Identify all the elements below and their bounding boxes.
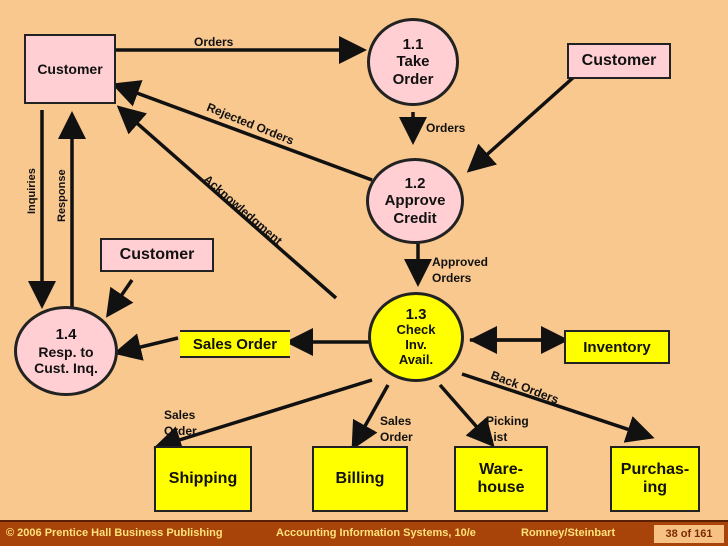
process-number: 1.4 — [55, 326, 77, 344]
arrow-customer-to-resp — [106, 279, 134, 318]
flow-label-orders-down: Orders — [426, 121, 466, 135]
process-name: Approve Credit — [384, 192, 446, 227]
arrow-sales-order-to-resp — [113, 333, 179, 361]
flow-label-orders-top: Orders — [194, 35, 234, 49]
flow-arrows — [28, 36, 655, 454]
flow-label-approved-orders: Approved Orders — [432, 255, 489, 285]
inventory-entity: Inventory — [564, 330, 670, 364]
footer-book-title: Accounting Information Systems, 10/e — [276, 527, 476, 539]
process-1-2-approve-credit: 1.2 Approve Credit — [366, 158, 464, 244]
slide-number: 38 of 161 — [654, 525, 724, 543]
sales-order-store: Sales Order — [180, 330, 290, 358]
footer-bar: © 2006 Prentice Hall Business Publishing… — [0, 520, 728, 546]
process-number: 1.1 — [402, 36, 424, 54]
arrow-customer-to-approve — [466, 74, 577, 173]
process-name: Take Order — [392, 53, 434, 88]
purchasing-entity: Purchas- ing — [610, 446, 700, 512]
arrow-to-shipping — [153, 378, 373, 454]
flow-label-sales-order-mid: Sales Order — [380, 414, 413, 444]
billing-entity: Billing — [312, 446, 408, 512]
process-name: Resp. to Cust. Inq. — [34, 343, 98, 376]
customer-entity-middle: Customer — [100, 238, 214, 272]
flow-label-picking-list: Picking List — [486, 414, 529, 444]
flow-label-response: Response — [56, 169, 68, 222]
arrow-to-billing — [351, 384, 390, 451]
process-1-4-resp-to-cust-inq: 1.4 Resp. to Cust. Inq. — [14, 306, 118, 396]
arrow-to-purchasing — [461, 372, 655, 443]
customer-entity-top-left: Customer — [24, 34, 116, 104]
data-flow-diagram: Customer Customer Customer 1.1 Take Orde… — [14, 18, 700, 512]
process-1-1-take-order: 1.1 Take Order — [367, 18, 459, 106]
flow-label-inquiries: Inquiries — [26, 168, 38, 214]
arrow-to-warehouse — [438, 383, 495, 448]
customer-entity-top-right: Customer — [567, 43, 671, 79]
process-number: 1.3 — [405, 305, 427, 323]
footer-authors: Romney/Steinbart — [521, 527, 616, 539]
arrow-acknowledgment — [116, 105, 338, 300]
shipping-entity: Shipping — [154, 446, 252, 512]
process-number: 1.2 — [404, 175, 426, 193]
process-1-3-check-inventory: 1.3 Check Inv. Avail. — [368, 292, 464, 382]
footer-copyright: © 2006 Prentice Hall Business Publishing — [6, 527, 223, 539]
process-name: Check Inv. Avail. — [396, 322, 436, 368]
flow-label-sales-order-left: Sales Order — [164, 408, 197, 438]
warehouse-entity: Ware- house — [454, 446, 548, 512]
arrow-rejected-orders — [111, 80, 373, 182]
